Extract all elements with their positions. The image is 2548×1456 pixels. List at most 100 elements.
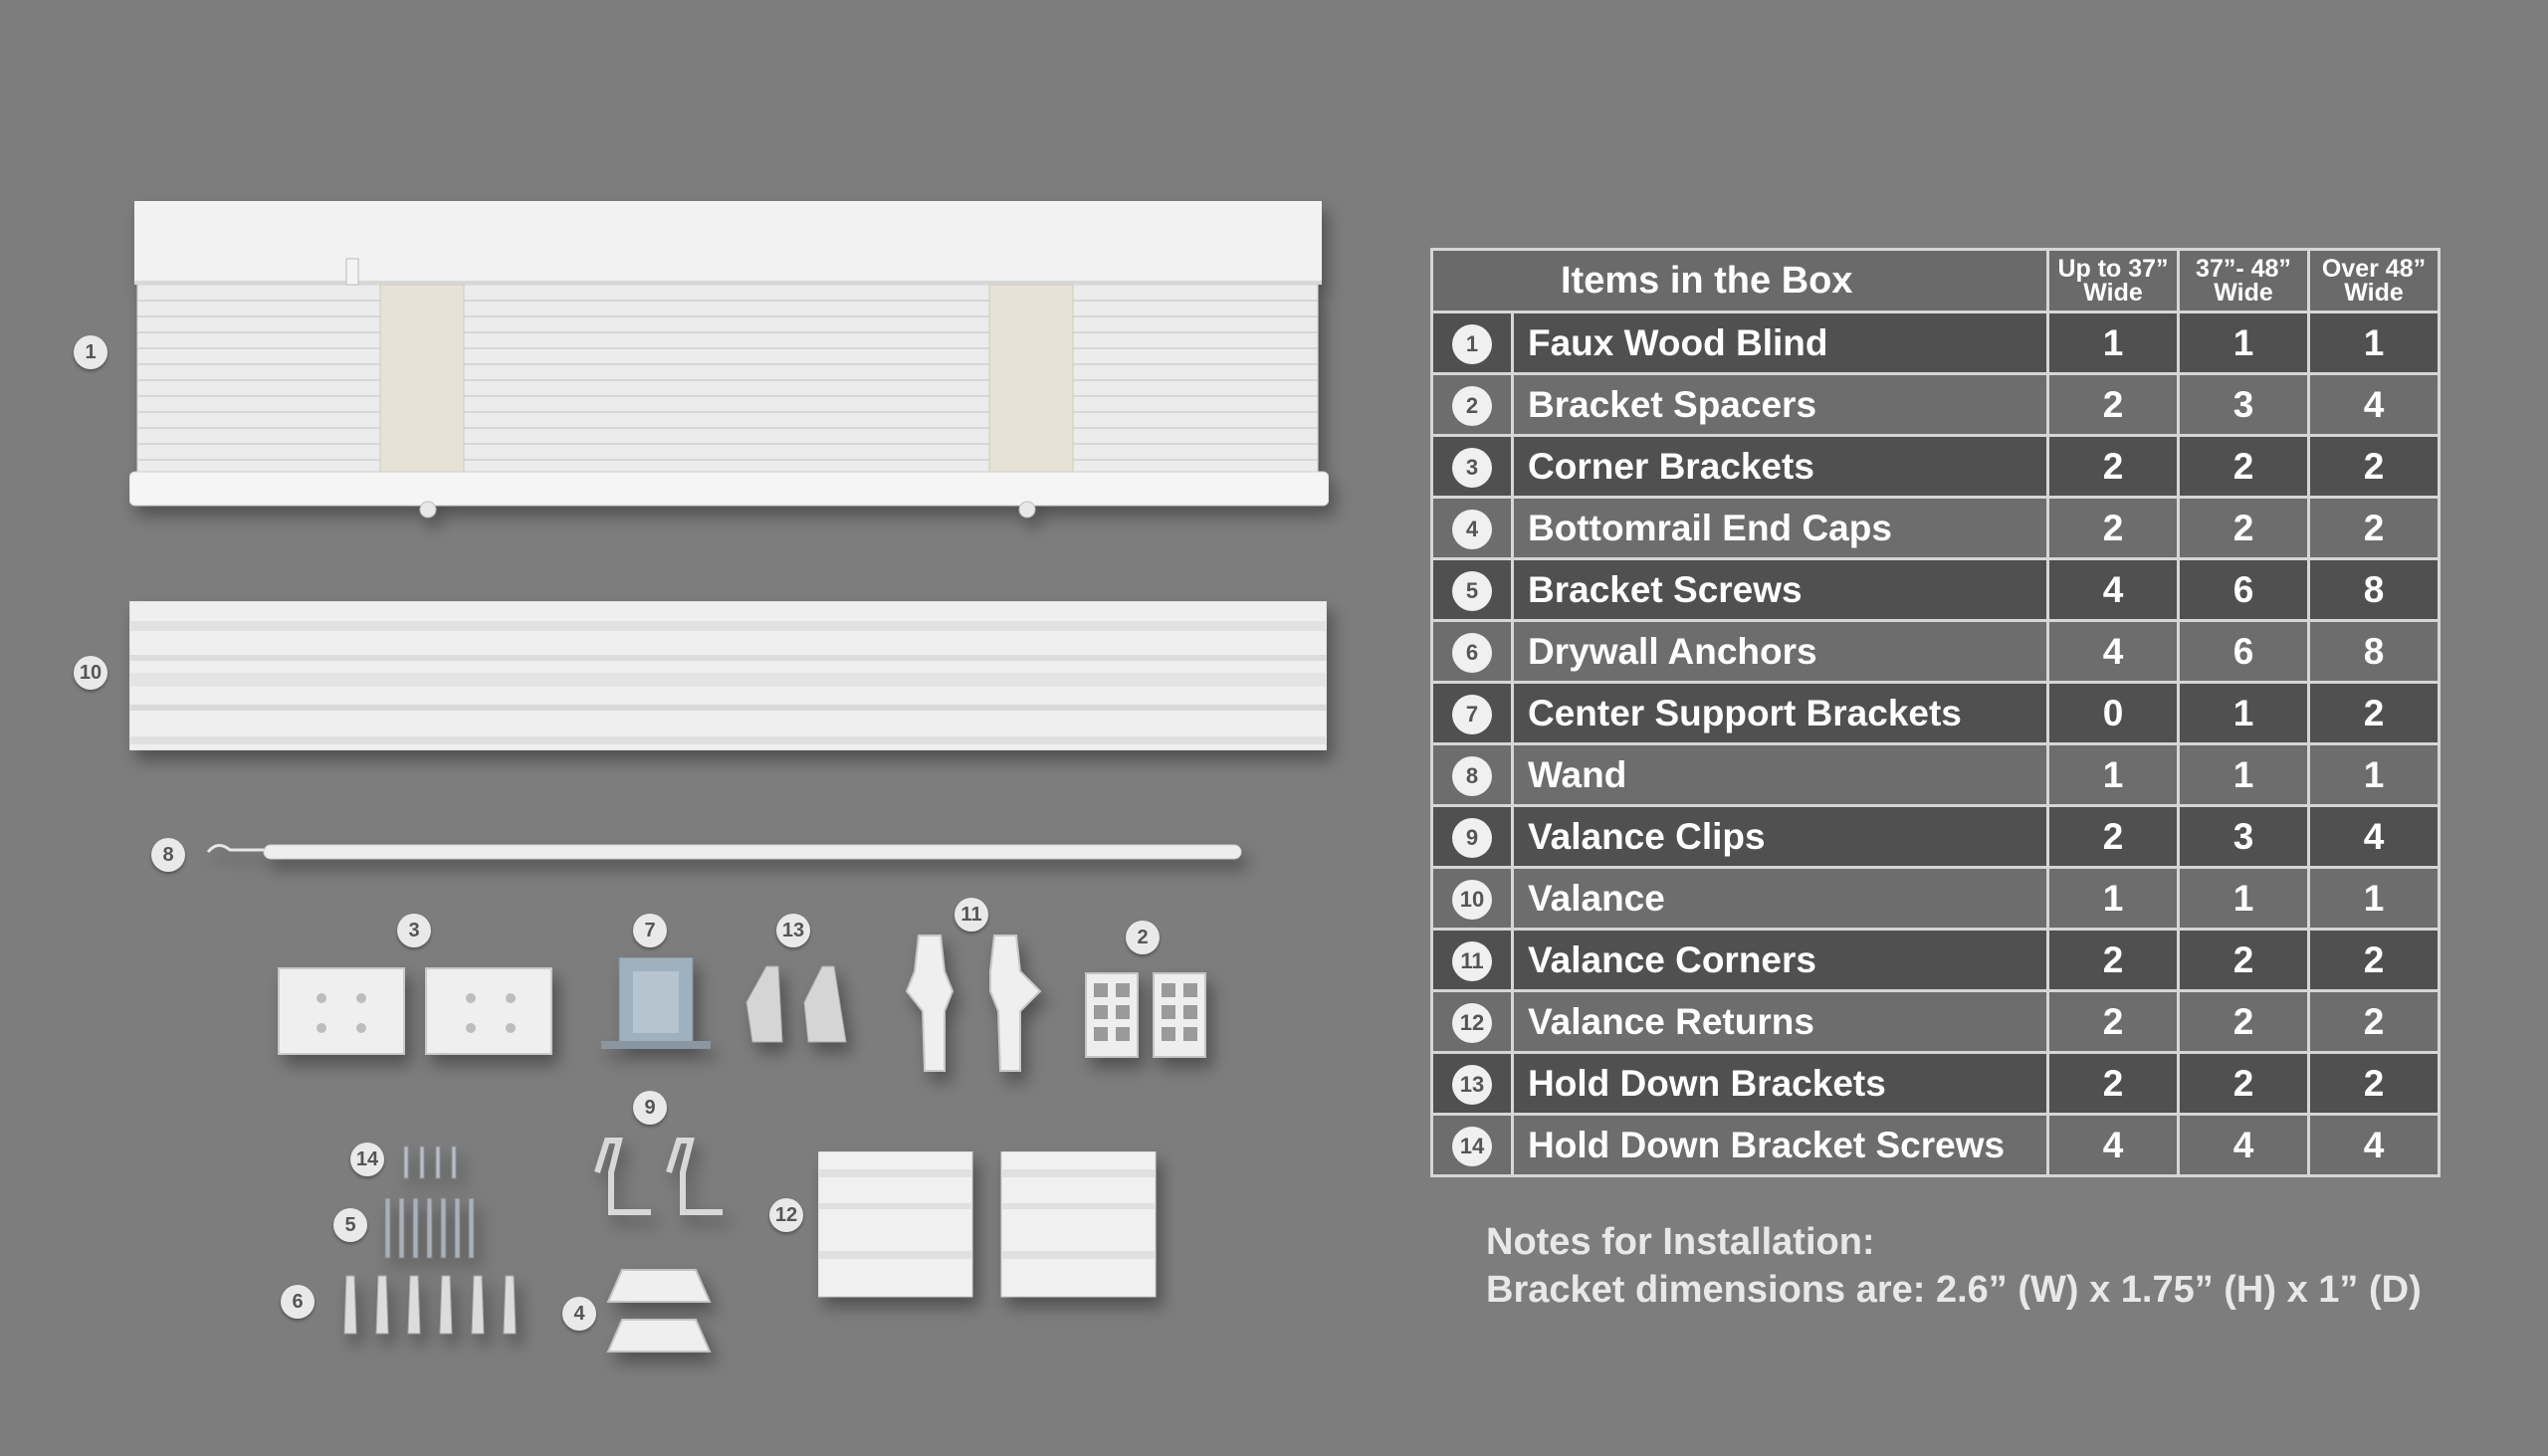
qty-37-48-cell: 1 <box>2177 681 2310 745</box>
item-number-cell: 1 <box>1430 311 1514 375</box>
item-number-bullet: 7 <box>1452 695 1492 735</box>
callout-5: 5 <box>333 1208 367 1242</box>
qty-up-to-37-cell: 2 <box>2046 496 2180 560</box>
item-name-cell: Valance <box>1511 866 2049 931</box>
qty-over-48-cell: 8 <box>2307 557 2441 622</box>
callout-13: 13 <box>776 914 810 947</box>
item-number-bullet: 9 <box>1452 818 1492 859</box>
item-name-cell: Hold Down Brackets <box>1511 1051 2049 1116</box>
item-name-cell: Drywall Anchors <box>1511 619 2049 684</box>
qty-up-to-37-cell: 4 <box>2046 619 2180 684</box>
callout-3: 3 <box>397 914 431 947</box>
qty-37-48-cell: 3 <box>2177 804 2310 869</box>
bottomrail-end-caps-image <box>606 1269 712 1352</box>
bracket-spacers-image <box>1085 972 1206 1058</box>
installation-notes: Notes for Installation: Bracket dimensio… <box>1486 1218 2422 1314</box>
item-number-cell: 6 <box>1430 619 1514 684</box>
qty-up-to-37-cell: 2 <box>2046 434 2180 499</box>
item-number-bullet: 8 <box>1452 756 1492 797</box>
qty-up-to-37-cell: 0 <box>2046 681 2180 745</box>
qty-up-to-37-cell: 2 <box>2046 928 2180 992</box>
faux-wood-blind-image <box>129 201 1329 519</box>
callout-8: 8 <box>151 838 185 872</box>
item-number-bullet: 2 <box>1452 386 1492 427</box>
item-number-cell: 3 <box>1430 434 1514 499</box>
item-number-cell: 11 <box>1430 928 1514 992</box>
item-name-cell: Bracket Spacers <box>1511 372 2049 437</box>
valance-image <box>129 601 1327 750</box>
col-header-37-48: 37”- 48” Wide <box>2177 248 2310 313</box>
qty-37-48-cell: 6 <box>2177 619 2310 684</box>
qty-37-48-cell: 2 <box>2177 1051 2310 1116</box>
item-number-cell: 7 <box>1430 681 1514 745</box>
valance-returns-image <box>818 1151 1157 1298</box>
col-header-label: Up to 37” Wide <box>2057 255 2169 307</box>
qty-up-to-37-cell: 2 <box>2046 372 2180 437</box>
items-table: Items in the Box Up to 37” Wide 37”- 48”… <box>1430 248 2441 1177</box>
notes-dimensions: Bracket dimensions are: 2.6” (W) x 1.75”… <box>1486 1269 2422 1311</box>
item-number-cell: 4 <box>1430 496 1514 560</box>
col-header-label: Over 48” Wide <box>2321 255 2427 307</box>
callout-11: 11 <box>955 898 988 932</box>
qty-over-48-cell: 1 <box>2307 742 2441 807</box>
qty-37-48-cell: 2 <box>2177 434 2310 499</box>
qty-up-to-37-cell: 1 <box>2046 866 2180 931</box>
item-name-cell: Corner Brackets <box>1511 434 2049 499</box>
corner-brackets-image <box>278 967 552 1055</box>
qty-37-48-cell: 6 <box>2177 557 2310 622</box>
item-number-cell: 13 <box>1430 1051 1514 1116</box>
drywall-anchors-image <box>343 1275 517 1335</box>
qty-up-to-37-cell: 4 <box>2046 557 2180 622</box>
item-number-bullet: 14 <box>1452 1127 1492 1167</box>
callout-4: 4 <box>562 1297 596 1331</box>
item-name-cell: Center Support Brackets <box>1511 681 2049 745</box>
item-name-cell: Valance Returns <box>1511 989 2049 1054</box>
qty-over-48-cell: 8 <box>2307 619 2441 684</box>
item-name-cell: Hold Down Bracket Screws <box>1511 1113 2049 1177</box>
item-number-cell: 14 <box>1430 1113 1514 1177</box>
valance-clips-image <box>594 1138 723 1215</box>
callout-7: 7 <box>633 914 667 947</box>
bracket-screws-image <box>384 1197 475 1259</box>
qty-37-48-cell: 1 <box>2177 742 2310 807</box>
qty-up-to-37-cell: 1 <box>2046 311 2180 375</box>
item-number-bullet: 10 <box>1452 880 1492 921</box>
item-number-bullet: 13 <box>1452 1065 1492 1106</box>
item-number-cell: 5 <box>1430 557 1514 622</box>
item-name-cell: Valance Clips <box>1511 804 2049 869</box>
qty-up-to-37-cell: 2 <box>2046 989 2180 1054</box>
item-name-cell: Bracket Screws <box>1511 557 2049 622</box>
callout-6: 6 <box>281 1285 315 1319</box>
item-number-bullet: 4 <box>1452 510 1492 550</box>
qty-over-48-cell: 2 <box>2307 928 2441 992</box>
qty-37-48-cell: 3 <box>2177 372 2310 437</box>
callout-10: 10 <box>74 656 107 690</box>
valance-corners-image <box>905 935 1042 1072</box>
qty-over-48-cell: 1 <box>2307 866 2441 931</box>
qty-37-48-cell: 2 <box>2177 989 2310 1054</box>
qty-37-48-cell: 1 <box>2177 311 2310 375</box>
item-number-cell: 10 <box>1430 866 1514 931</box>
callout-2: 2 <box>1126 921 1160 954</box>
item-number-bullet: 5 <box>1452 571 1492 612</box>
qty-37-48-cell: 2 <box>2177 928 2310 992</box>
item-number-bullet: 3 <box>1452 448 1492 489</box>
item-number-cell: 9 <box>1430 804 1514 869</box>
qty-37-48-cell: 1 <box>2177 866 2310 931</box>
item-name-cell: Bottomrail End Caps <box>1511 496 2049 560</box>
item-name-cell: Valance Corners <box>1511 928 2049 992</box>
col-header-over-48: Over 48” Wide <box>2307 248 2441 313</box>
qty-over-48-cell: 4 <box>2307 372 2441 437</box>
qty-up-to-37-cell: 1 <box>2046 742 2180 807</box>
qty-up-to-37-cell: 2 <box>2046 1051 2180 1116</box>
hold-down-brackets-image <box>745 965 847 1043</box>
